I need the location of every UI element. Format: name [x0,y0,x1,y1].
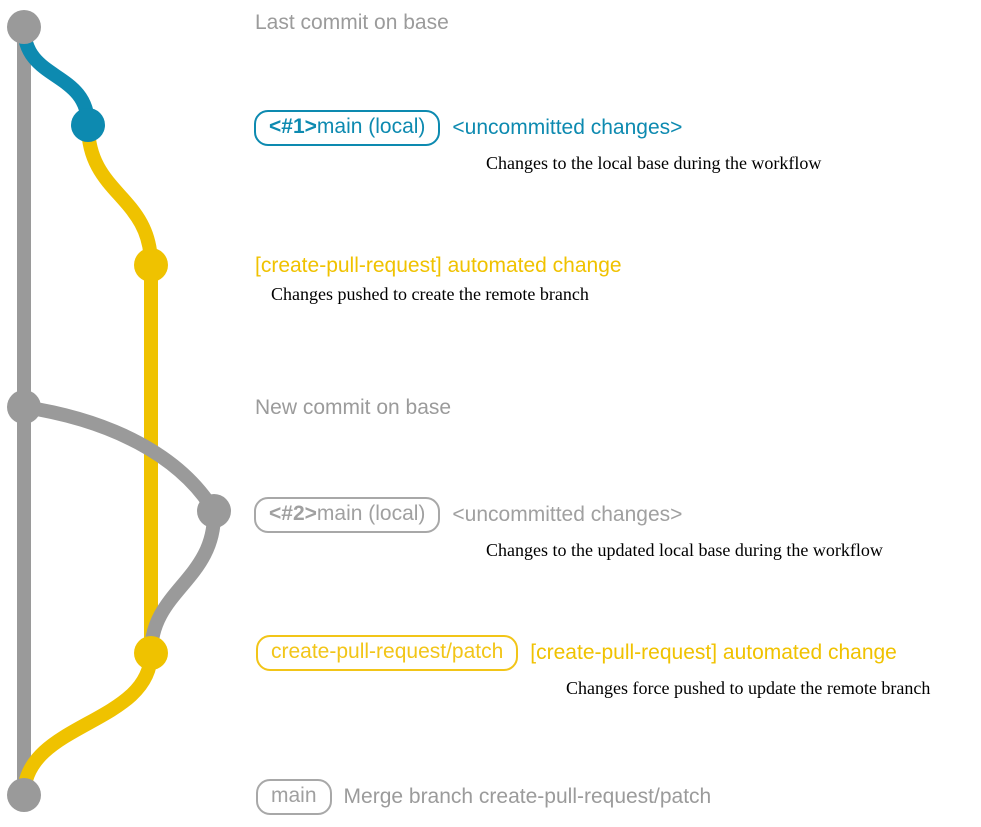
headline-merge-commit: Merge branch create-pull-request/patch [343,785,712,809]
description-automated-change-1: Changes pushed to create the remote bran… [271,284,589,305]
entry-last-commit-on-base: Last commit on base [255,11,449,34]
description-local-2: Changes to the updated local base during… [486,540,883,561]
commit-node-local-1 [71,108,105,142]
edge-base2-to-local2 [17,400,221,518]
branch-pill-main-label: main [271,784,317,807]
branch-pill-local-2-prefix: <#2> [269,502,317,525]
branch-pill-patch-label: create-pull-request/patch [271,640,504,663]
branch-pill-local-2-label: main (local) [316,502,426,525]
edge-base-to-local1 [17,20,95,132]
commit-node-local-2 [197,494,231,528]
commit-node-base-new [7,390,41,424]
headline-new-commit-on-base: New commit on base [255,396,452,419]
commit-node-base-top [7,10,41,44]
entry-automated-change-1: [create-pull-request] automated change C… [255,254,622,305]
commit-node-patch-1 [134,248,168,282]
entry-merge-commit: main Merge branch create-pull-request/pa… [256,779,712,816]
entry-automated-change-2: create-pull-request/patch [create-pull-r… [256,635,930,699]
edge-patch2-to-merge [17,646,158,802]
description-local-1: Changes to the local base during the wor… [486,153,822,174]
branch-pill-local-2[interactable]: <#2> main (local) [254,497,441,534]
entry-new-commit-on-base: New commit on base [255,396,451,419]
branch-pill-local-1-prefix: <#1> [269,115,317,138]
headline-automated-change-2: [create-pull-request] automated change [530,641,897,665]
branch-pill-local-1-label: main (local) [316,115,426,138]
description-automated-change-2: Changes force pushed to update the remot… [566,678,931,699]
commit-node-merge [7,778,41,812]
headline-automated-change-1: [create-pull-request] automated change [255,254,622,277]
entry-local-2: <#2> main (local) <uncommitted changes> … [254,497,883,561]
headline-local-1: <uncommitted changes> [452,116,683,140]
headline-last-commit-on-base: Last commit on base [255,11,449,34]
entry-local-1: <#1> main (local) <uncommitted changes> … [254,110,821,174]
edge-local2-to-patch2 [144,504,222,660]
branch-pill-main[interactable]: main [256,779,332,816]
headline-local-2: <uncommitted changes> [452,503,683,527]
edge-local1-to-patch1 [81,118,158,272]
branch-pill-patch[interactable]: create-pull-request/patch [256,635,519,672]
commit-node-patch-2 [134,636,168,670]
branch-pill-local-1[interactable]: <#1> main (local) [254,110,441,147]
